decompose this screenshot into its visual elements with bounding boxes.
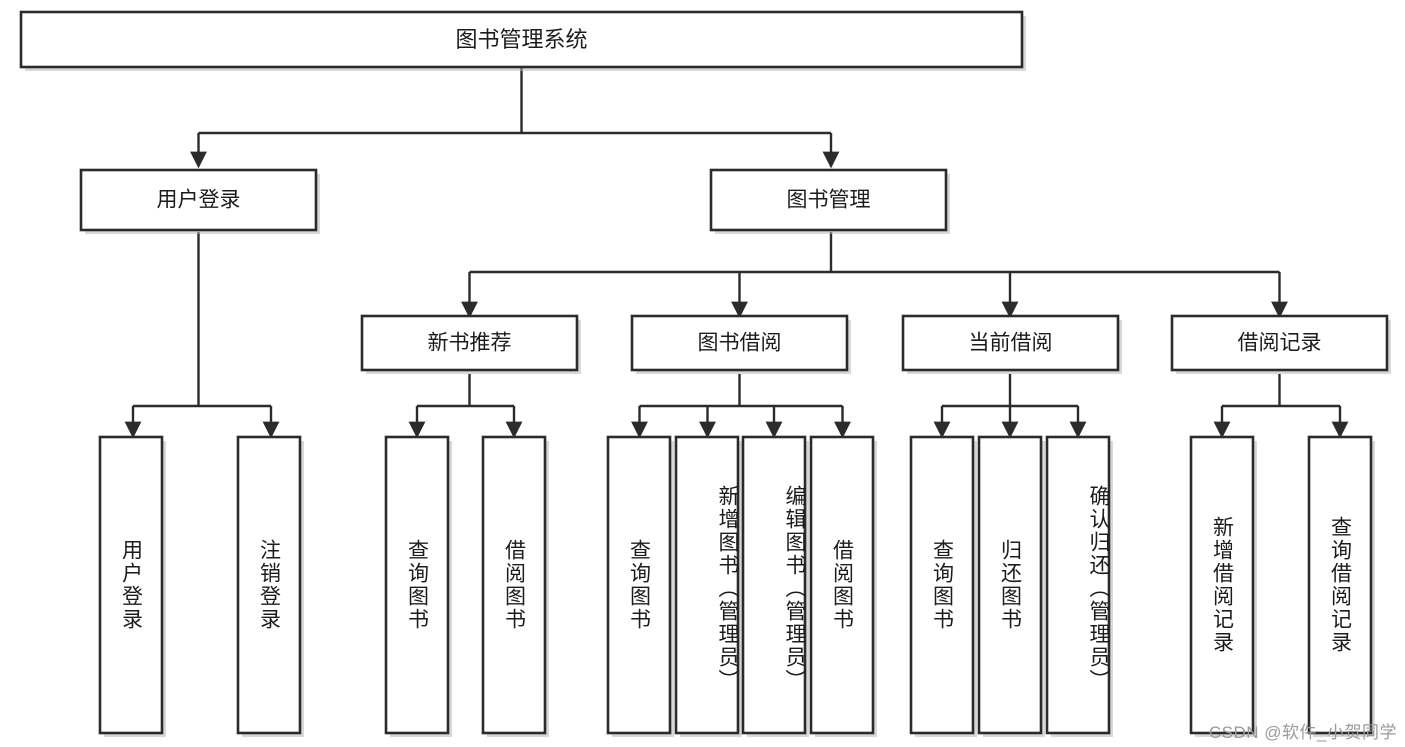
connector-current-to-leaves [933,374,1087,439]
leaf-current-2[interactable] [977,435,1045,737]
connector-root-to-level2 [190,68,840,169]
csdn-watermark: CSDN @软件_小贺同学 [1208,723,1397,742]
connector-record-to-leaves [1213,374,1349,439]
node-current-borrow[interactable]: 当前借阅 [901,314,1122,374]
leaf-borrow-2[interactable] [674,435,742,737]
connector-borrow-to-leaves [631,374,851,439]
leaf-record-1[interactable] [1189,435,1257,737]
node-user-login[interactable]: 用户登录 [79,168,320,234]
leaf-current-1[interactable] [909,435,977,737]
leaf-borrow-4[interactable] [809,435,877,737]
node-book-borrow-label: 图书借阅 [698,332,782,355]
connector-user-login-to-leaves [124,232,280,439]
leaf-record-2[interactable] [1307,435,1375,737]
node-user-login-label: 用户登录 [157,189,241,212]
leaf-borrow-3[interactable] [741,435,809,737]
leaf-user-login-2[interactable] [236,435,304,737]
node-root-label: 图书管理系统 [455,27,587,52]
connector-book-mgmt-to-level3 [461,232,1288,319]
node-new-book-recommend-label: 新书推荐 [428,332,512,355]
node-borrow-record-label: 借阅记录 [1238,332,1322,355]
leaf-recommend-2[interactable] [481,435,549,737]
leaf-borrow-1[interactable] [606,435,674,737]
node-root[interactable]: 图书管理系统 [19,10,1026,71]
node-book-management-label: 图书管理 [787,189,871,212]
node-current-borrow-label: 当前借阅 [969,332,1053,355]
leaf-current-3[interactable] [1045,435,1113,737]
connector-recommend-to-leaves [408,374,523,439]
node-new-book-recommend[interactable]: 新书推荐 [360,314,581,374]
node-borrow-record[interactable]: 借阅记录 [1170,314,1391,374]
leaf-user-login-1[interactable] [98,435,166,737]
leaf-recommend-1[interactable] [384,435,452,737]
node-book-borrow[interactable]: 图书借阅 [630,314,851,374]
node-book-management[interactable]: 图书管理 [709,168,950,234]
